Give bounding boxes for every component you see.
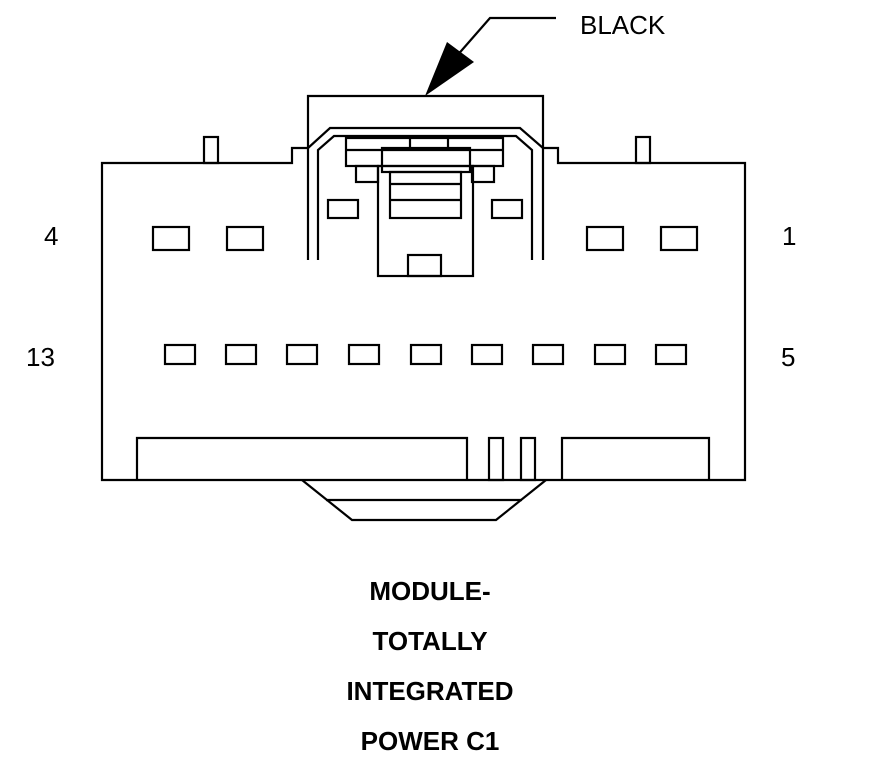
- pin-label-1: 1: [782, 221, 796, 251]
- cavity-pin-8: [470, 343, 504, 366]
- color-label: BLACK: [580, 10, 666, 40]
- callout-arrow-icon: [425, 42, 474, 96]
- latch-side-left: [354, 164, 380, 184]
- cavity-pin-3: [225, 225, 265, 252]
- pin-label-13: 13: [26, 342, 55, 372]
- latch-inner-frame: [316, 134, 534, 260]
- caption-line-2: TOTALLY: [372, 626, 488, 656]
- caption-line-1: MODULE-: [369, 576, 491, 606]
- latch-stem-inner: [388, 170, 463, 220]
- cavity-pin-12: [224, 343, 258, 366]
- callout-leader: [454, 16, 556, 59]
- latch-wing-right: [490, 198, 524, 220]
- cavity-pin-2: [585, 225, 625, 252]
- latch-key: [406, 253, 443, 278]
- bottom-rail: [135, 436, 711, 480]
- bottom-slot-right: [519, 436, 537, 482]
- pin-label-5: 5: [781, 342, 795, 372]
- pin-label-4: 4: [44, 221, 58, 251]
- caption-line-3: INTEGRATED: [346, 676, 514, 706]
- bottom-slot-left: [487, 436, 505, 482]
- latch-top-bar: [344, 136, 505, 168]
- cavity-pin-4: [151, 225, 191, 252]
- connector-body: [100, 94, 747, 482]
- caption-line-4: POWER C1: [360, 726, 500, 756]
- cavity-pin-13: [163, 343, 197, 366]
- latch-upper-block: [380, 146, 472, 174]
- cavity-pin-1: [659, 225, 699, 252]
- cavity-pin-10: [347, 343, 381, 366]
- right-nub: [634, 135, 652, 165]
- cavity-pin-11: [285, 343, 319, 366]
- latch-wing-left: [326, 198, 360, 220]
- cavity-pin-5: [654, 343, 688, 366]
- left-nub: [202, 135, 220, 165]
- cavity-pin-7: [531, 343, 565, 366]
- latch-side-right: [470, 164, 496, 184]
- cavity-pin-6: [593, 343, 627, 366]
- cavity-pin-9: [409, 343, 443, 366]
- latch-frame: [306, 126, 545, 260]
- latch-stem: [376, 164, 475, 278]
